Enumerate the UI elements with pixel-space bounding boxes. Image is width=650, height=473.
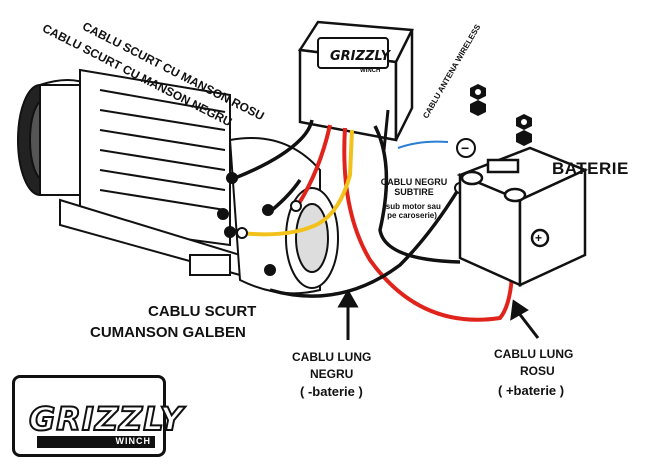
label-short-yellow-1: CABLU SCURT — [148, 303, 257, 320]
label-long-black-3: ( -baterie ) — [300, 384, 363, 399]
logo-brand: GRIZZLY — [28, 399, 184, 439]
winch-drum-icon — [17, 68, 339, 295]
control-box-icon — [297, 20, 414, 151]
nut-icon — [470, 84, 532, 146]
antenna-wire — [397, 140, 449, 149]
black-cables — [234, 119, 461, 298]
battery-minus-mark: − — [461, 140, 469, 156]
arrow-up-icon — [337, 288, 540, 340]
label-battery: BATERIE — [552, 159, 629, 178]
yellow-cable — [239, 129, 354, 237]
label-short-yellow-2: CUMANSON GALBEN — [90, 324, 246, 341]
battery-plus-mark: + — [535, 231, 542, 245]
label-long-black-2: NEGRU — [310, 367, 354, 381]
logo-sub: WINCH — [115, 436, 151, 446]
control-box-sub: WINCH — [360, 68, 380, 74]
battery-icon — [456, 146, 589, 287]
label-thin-black-title: CABLU NEGRU SUBTIRE — [380, 177, 448, 197]
minus-badge-icon — [456, 138, 476, 158]
control-box-brand: GRIZZLY — [330, 49, 392, 64]
logo-band: WINCH — [37, 436, 155, 448]
label-long-red-3: ( +baterie ) — [498, 383, 565, 398]
label-long-black-1: CABLU LUNG — [292, 350, 372, 364]
red-cables — [296, 124, 515, 322]
grizzly-logo: GRIZZLY WINCH — [12, 375, 184, 457]
label-long-red-1: CABLU LUNG — [494, 347, 574, 361]
label-thin-black-note: (sub motor sau pe caroserie) — [383, 202, 441, 220]
label-long-red-2: ROSU — [520, 364, 555, 378]
